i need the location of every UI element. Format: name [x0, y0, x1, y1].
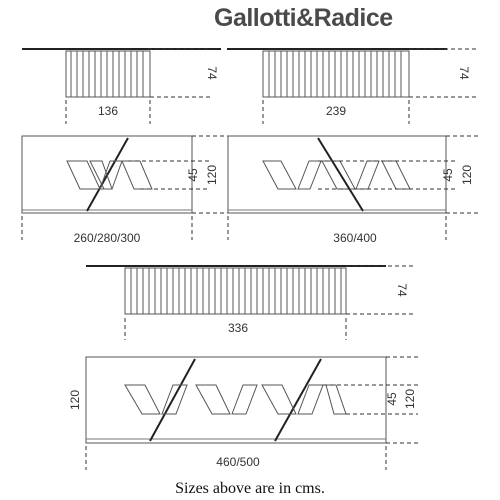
dimension-length: 360/400: [333, 231, 377, 245]
dimension-height: 74: [395, 283, 409, 297]
dimension-width: 239: [326, 104, 346, 118]
side-view-medium: 239 74: [227, 48, 478, 124]
dimension-length: 260/280/300: [74, 231, 141, 245]
dimension-height: 74: [457, 66, 471, 80]
top-view-large: 120 460/500 45 120: [68, 356, 418, 470]
top-view-medium: 360/400 45 120: [227, 135, 478, 245]
dimension-depth: 120: [403, 389, 417, 409]
base-slats: [66, 160, 153, 190]
base-slats: [262, 160, 411, 190]
dimension-length: 460/500: [216, 455, 260, 469]
table-base: [124, 267, 347, 315]
footnote: Sizes above are in cms.: [175, 480, 325, 497]
table-base: [262, 50, 410, 98]
brand-logo: Gallotti&Radice: [214, 4, 393, 32]
base-slats: [124, 384, 347, 415]
top-view-small: 260/280/300 45 120: [21, 135, 240, 245]
dimension-depth-left: 120: [68, 390, 82, 410]
dimension-height: 74: [205, 66, 219, 80]
dimension-width: 136: [98, 104, 118, 118]
dimension-gap: 45: [385, 392, 399, 406]
dimension-gap: 45: [441, 168, 455, 182]
dimension-width: 336: [228, 321, 248, 335]
side-view-large: 336 74: [86, 265, 414, 340]
side-view-small: 136 74: [22, 48, 221, 124]
dimension-gap: 45: [186, 168, 200, 182]
table-base: [65, 50, 151, 98]
dimension-depth: 120: [205, 165, 219, 185]
dimension-depth: 120: [460, 165, 474, 185]
